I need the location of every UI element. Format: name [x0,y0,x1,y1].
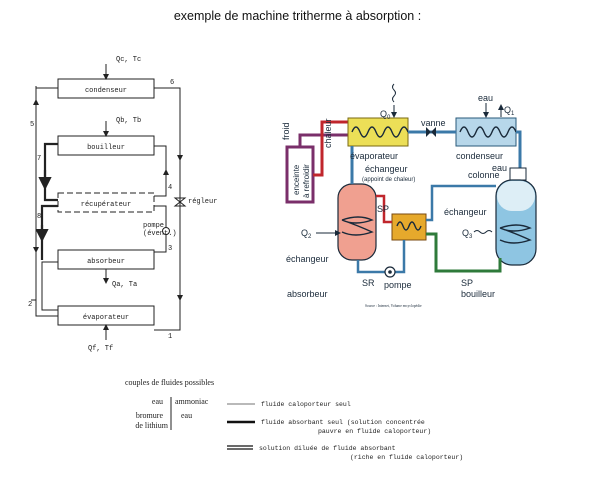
evaporateur-label-right: évaporateur [350,151,398,161]
recuperateur-label: récupérateur [81,201,131,209]
legend-text-3a: solution diluée de fluide absorbant [259,445,396,452]
right-diagram [285,83,537,278]
point-7: 7 [37,155,41,163]
point-4: 4 [168,184,172,192]
q3-label: Q3 [462,228,473,240]
sp-mid-label: SP [377,204,389,214]
point-8: 8 [37,213,41,221]
absorbeur-vessel [337,183,377,261]
enceinte-label-1: enceinte [292,164,301,195]
valve-icon [173,197,187,207]
recuperateur-box [57,192,155,213]
absorbeur-label-right: absorbeur [287,289,328,299]
point-5: 5 [30,121,34,129]
wavy-heat-icon [473,230,493,234]
condenseur-label: condenseur [85,87,127,95]
coil-icon [499,224,532,244]
sr-label: SR [362,278,375,288]
evaporateur-label: évaporateur [83,314,129,322]
coil-icon [396,221,422,231]
legend-text-3b: (riche en fluide caloporteur) [350,454,463,461]
eau-top-label: eau [478,93,493,103]
point-1: 1 [168,333,172,341]
point-3: 3 [168,245,172,253]
echangeur-left-label: échangeur [286,254,329,264]
coil-icon [459,126,517,138]
legend-col2-eau: eau [181,411,192,420]
enceinte-box [285,145,315,204]
legend-col1-bromure: bromure [136,411,164,420]
left-schematic [31,64,187,340]
q0-label: Q0 [380,109,391,121]
qf-tf-label: Qf, Tf [88,345,113,353]
valve-icon [426,127,436,137]
echangeur-mid-label: échangeur [365,164,408,174]
colonne-label: colonne [468,170,500,180]
event-label: (évent.) [143,230,177,238]
wavy-heat-icon [392,83,396,103]
page-title: exemple de machine tritherme à absorptio… [173,9,422,23]
echangeur-right-label: échangeur [444,207,487,217]
appoint-label: (appoint de chaleur) [362,177,415,183]
qb-tb-label: Qb, Tb [116,117,141,125]
pump-icon [162,227,170,235]
condenseur-box-right [455,117,517,147]
qa-ta-label: Qa, Ta [112,281,137,289]
bouilleur-vapor [497,181,535,211]
regleur-label: régleur [188,198,217,206]
pompe-label-right: pompe [384,280,412,290]
pump-center [388,270,392,274]
coil-icon [341,216,374,236]
legend-title: couples de fluides possibles [125,378,214,387]
eau-right-label: eau [492,163,507,173]
enceinte-label-2: à refroidir [302,164,311,198]
condenseur-label-right: condenseur [456,151,503,161]
legend-col1-eau: eau [152,397,163,406]
coil-icon [351,126,409,138]
absorbeur-label: absorbeur [87,258,125,266]
chaleur-label: chaleur [323,118,333,148]
source-credit: Source : Internet, Volume encyclopédie [365,304,422,309]
point-2: 2 [28,301,32,309]
froid-label: froid [281,122,291,140]
vanne-label: vanne [421,118,446,128]
pompe-label: pompe [143,222,164,230]
legend-text-1: fluide caloporteur seul [261,401,351,408]
legend-text-2b: pauvre en fluide caloporteur) [318,428,431,435]
bouilleur-label: bouilleur [87,144,125,152]
evaporateur-box-right [347,117,409,147]
colonne [509,167,527,181]
qc-tc-label: Qc, Tc [116,56,141,64]
legend-col2-ammoniac: ammoniac [175,397,209,406]
legend-col1-lithium: de lithium [135,421,168,430]
bouilleur-label-right: bouilleur [461,289,495,299]
point-6: 6 [170,79,174,87]
legend: couples de fluides possibles eau bromure… [125,378,463,461]
q1-label: Q1 [504,105,515,117]
legend-text-2a: fluide absorbant seul (solution concentr… [261,419,425,426]
q2-label: Q2 [301,228,312,240]
sp-right-label: SP [461,278,473,288]
